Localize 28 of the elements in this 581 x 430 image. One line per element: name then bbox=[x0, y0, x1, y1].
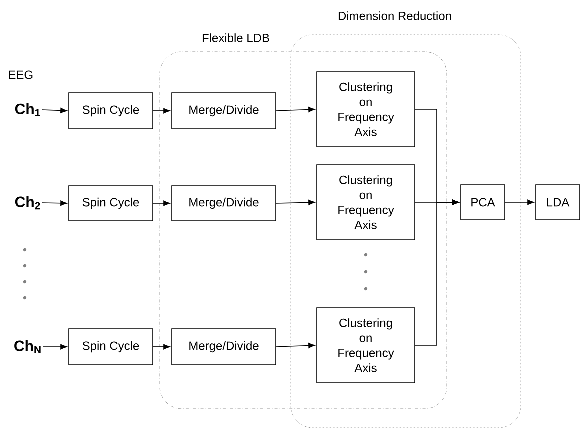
process-box: Merge/Divide bbox=[172, 92, 276, 130]
arrow bbox=[153, 108, 170, 114]
process-box: Spin Cycle bbox=[68, 186, 154, 222]
arrow bbox=[276, 343, 316, 348]
process-box: LDA bbox=[536, 184, 580, 220]
arrow bbox=[42, 200, 68, 206]
process-box: Merge/Divide bbox=[172, 186, 276, 222]
arrow bbox=[153, 200, 170, 206]
channel-label: Ch$_{2}$ bbox=[15, 196, 40, 210]
arrow bbox=[505, 200, 534, 206]
process-box: Clustering on Frequency Axis bbox=[316, 72, 416, 148]
process-box: Spin Cycle bbox=[68, 328, 154, 366]
process-box: Merge/Divide bbox=[172, 328, 276, 366]
section-label: EEG bbox=[9, 70, 33, 80]
group-title: Flexible LDB bbox=[202, 34, 270, 42]
arrow bbox=[415, 200, 460, 346]
arrow bbox=[42, 108, 68, 114]
process-box: PCA bbox=[460, 184, 506, 220]
arrow bbox=[276, 200, 316, 206]
group-title: Dimension Reduction bbox=[338, 12, 452, 20]
arrow bbox=[153, 344, 170, 350]
channel-label: Ch$_{1}$ bbox=[15, 103, 40, 117]
process-box: Spin Cycle bbox=[68, 92, 154, 130]
channel-label: Ch$_{N}$ bbox=[14, 340, 41, 354]
process-box: Clustering on Frequency Axis bbox=[316, 308, 416, 384]
arrow bbox=[276, 107, 316, 112]
arrow bbox=[42, 344, 68, 350]
process-box: Clustering on Frequency Axis bbox=[316, 164, 416, 240]
